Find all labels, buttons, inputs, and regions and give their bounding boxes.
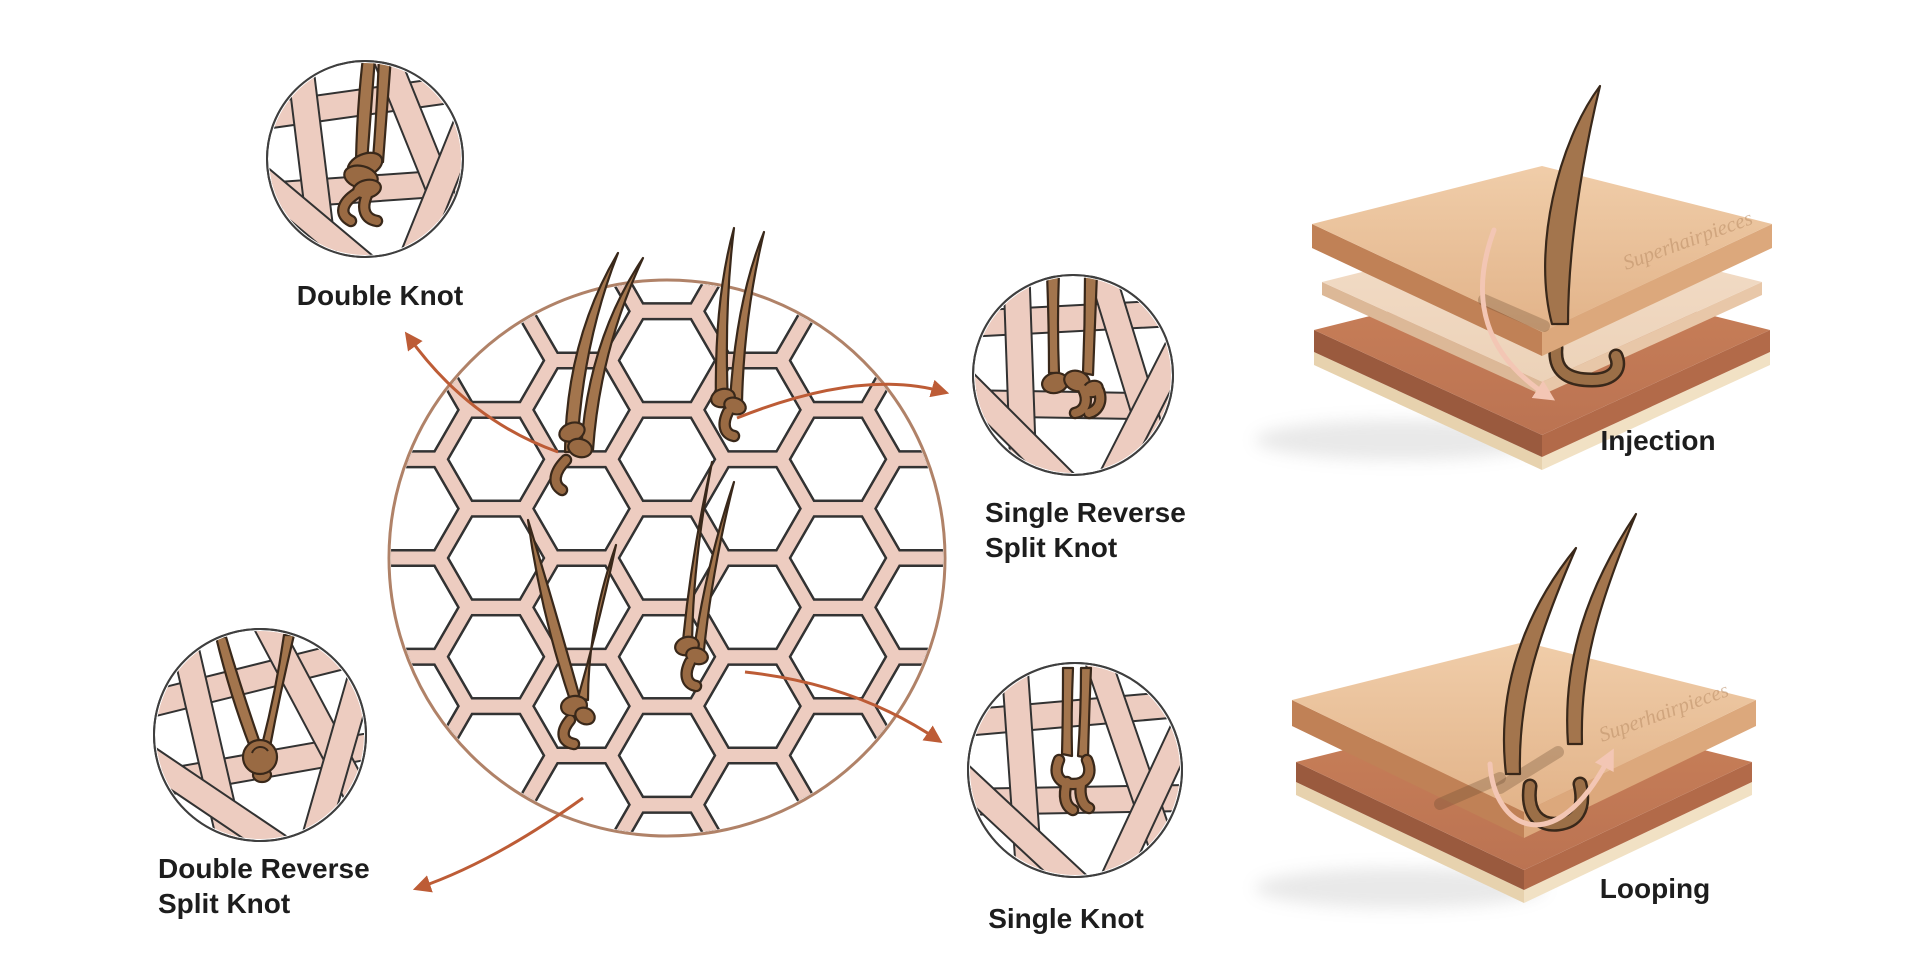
looping-hair-strand-2 <box>1566 512 1638 746</box>
hex-cell <box>860 354 943 466</box>
hex-cell <box>774 282 902 318</box>
injection-direction-arrow <box>1480 227 1556 401</box>
hex-cell <box>525 163 639 262</box>
hex-cell <box>525 854 639 953</box>
hex-cell-outline <box>772 795 904 834</box>
single-knot-inset <box>967 662 1183 878</box>
arrow-to-single-knot <box>744 670 943 744</box>
injection-label: Injection <box>1600 425 1715 456</box>
double-knot-label: Double Knot <box>297 280 463 311</box>
hex-cell <box>860 551 943 664</box>
looping-label: Looping <box>1600 873 1710 904</box>
hex-cell-outline <box>391 282 477 370</box>
single-reverse-split-knot-inset <box>972 274 1174 476</box>
looping-hair-strand-1 <box>1502 546 1578 776</box>
mesh-hair-double-reverse-split-knot <box>526 518 618 751</box>
hex-cell <box>391 748 474 834</box>
hex-cell <box>268 410 382 509</box>
hex-cell-outline <box>857 746 943 834</box>
hex-cell <box>860 282 943 368</box>
hex-cell <box>860 452 943 565</box>
hex-cell <box>268 509 382 608</box>
arrow-to-double-knot <box>404 331 559 454</box>
arrow-to-double-reverse-split-knot <box>412 796 584 893</box>
arrow-to-single-reverse-split-knot <box>736 379 950 420</box>
mesh-circle-ring <box>387 278 947 838</box>
looping-diagram: Superhairpieces Looping <box>1255 512 1756 908</box>
hex-cell <box>860 748 943 834</box>
injection-hair-slit-shadow <box>1478 294 1550 332</box>
mesh-hair-double-knot <box>549 251 645 497</box>
hex-cell <box>860 650 943 762</box>
double-reverse-split-knot-inset <box>153 628 367 842</box>
looping-hair-slit-shadow-2 <box>1494 746 1564 794</box>
injection-top-layer <box>1312 166 1772 356</box>
double-knot-inset <box>266 60 464 258</box>
hex-cell <box>774 798 902 834</box>
hex-cell-outline <box>857 282 943 370</box>
hex-cell-outline <box>525 163 639 262</box>
hex-cell-outline <box>268 509 382 608</box>
hex-cell-outline <box>268 410 382 509</box>
looping-hair-slit-shadow-1 <box>1434 772 1506 810</box>
hex-cell-outline <box>696 163 810 262</box>
hex-cell <box>696 854 810 953</box>
injection-hair-strand <box>1544 84 1602 326</box>
injection-diagram: Superhairpieces Injection <box>1255 84 1772 470</box>
single-reverse-split-knot-label-line2: Split Knot <box>985 532 1117 563</box>
mesh-hair-single-reverse-split-knot <box>710 226 766 443</box>
hex-cell-outline <box>525 854 639 953</box>
hex-cell-outline <box>772 282 904 321</box>
double-reverse-split-knot-label-line2: Split Knot <box>158 888 290 919</box>
single-reverse-split-knot-label-line1: Single Reverse <box>985 497 1186 528</box>
double-reverse-split-knot-label-line1: Double Reverse <box>158 853 370 884</box>
hex-cell <box>696 163 810 262</box>
hex-cell <box>391 282 474 368</box>
single-knot-label: Single Knot <box>988 903 1144 934</box>
looping-direction-arrow <box>1487 748 1614 828</box>
hex-cell-outline <box>391 746 477 834</box>
callout-arrows <box>404 331 950 893</box>
hex-cell-outline <box>696 854 810 953</box>
mesh-hair-single-knot <box>674 460 736 693</box>
